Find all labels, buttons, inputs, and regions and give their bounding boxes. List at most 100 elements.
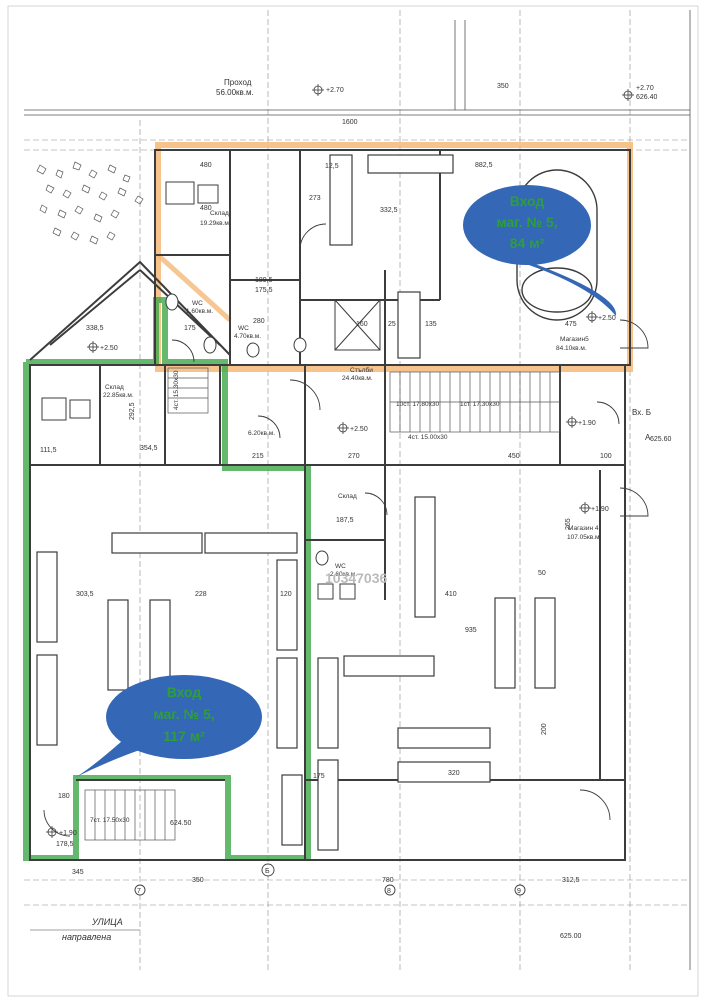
dim-780: 780	[382, 877, 394, 884]
axis-markers	[134, 863, 526, 896]
room-sklad-top-area: 19.29кв.м.	[200, 220, 231, 227]
toilet-fixtures	[41, 181, 356, 600]
callout-bottom-line1: Вход	[167, 684, 202, 700]
room-wc1-name: WC	[192, 300, 203, 307]
axis-b: Б	[265, 868, 270, 875]
room-wc3-name: WC	[335, 563, 346, 570]
callout-bottom-line2: маг. № 5,	[153, 706, 214, 722]
dim-1785: 178,5	[56, 841, 74, 848]
callout-top-line2: маг. № 5,	[496, 214, 557, 230]
room-sklad-left-name: Склад	[105, 384, 124, 391]
entrance-vh-b: Вх. Б	[632, 408, 651, 417]
dim-265: 265	[565, 518, 572, 530]
dim-480a: 480	[200, 162, 212, 169]
callout-top-line1: Вход	[510, 193, 545, 209]
dim-160: 160	[356, 321, 368, 328]
callout-top-line3: 84 м²	[510, 235, 545, 251]
stair-labels: 10ст. 17.80x30 1ст. 17.30x30 4ст. 15.00x…	[90, 370, 500, 824]
dim-228: 228	[195, 591, 207, 598]
street-labels: УЛИЦА направлена	[30, 917, 140, 942]
room-wc2-name: WC	[238, 325, 249, 332]
stair-s5: 7ст. 17.50x30	[90, 817, 130, 824]
walls	[29, 149, 631, 861]
entrance-labels: Вх. Б А	[632, 408, 651, 442]
dim-1600: 1600	[342, 119, 358, 126]
dim-1875: 187,5	[336, 517, 354, 524]
dim-480b: 480	[200, 205, 212, 212]
dim-450: 450	[508, 453, 520, 460]
dim-120: 120	[280, 591, 292, 598]
stairs-main	[389, 371, 561, 433]
street-direction: направлена	[62, 932, 111, 942]
callout-bottom: Вход маг. № 5, 117 м²	[74, 675, 262, 778]
room-shop4-name: Магазин 4	[568, 525, 599, 532]
level-250-mid: +2.50	[350, 426, 368, 433]
axis-8: 8	[387, 888, 391, 895]
dim-175b: 175	[313, 773, 325, 780]
dim-410: 410	[445, 591, 457, 598]
callout-top: Вход маг. № 5, 84 м²	[463, 185, 617, 316]
dim-3385: 338,5	[86, 325, 104, 332]
room-labels: Склад 19.29кв.м. WC 1.60кв.м. WC 4.70кв.…	[103, 210, 601, 578]
room-wc1-area: 1.60кв.м.	[186, 308, 213, 315]
level-bottom-abs: 624.50	[170, 820, 192, 827]
axis-9: 9	[517, 888, 521, 895]
stair-s2: 1ст. 17.30x30	[460, 401, 500, 408]
corridor-area: 56.00кв.м.	[216, 88, 254, 97]
dim-270: 270	[348, 453, 360, 460]
dim-1895: 189,5	[255, 277, 273, 284]
dim-100: 100	[600, 453, 612, 460]
dim-50: 50	[538, 570, 546, 577]
room-sklad-left-area: 22.85кв.м.	[103, 392, 134, 399]
dim-625: 625.00	[560, 933, 582, 940]
stair-s4: 4ст. 15.30x30	[173, 370, 180, 410]
stair-s1: 10ст. 17.80x30	[396, 401, 439, 408]
dim-935: 935	[465, 627, 477, 634]
green-zone-shop5	[23, 297, 311, 861]
stair-s3: 4ст. 15.00x30	[408, 434, 448, 441]
level-250-left: +2.50	[100, 345, 118, 352]
level-190-right: +1.90	[578, 420, 596, 427]
room-stair-name: Стълби	[350, 366, 373, 374]
room-sklad-top-name: Склад	[210, 210, 229, 217]
dim-200: 200	[541, 723, 548, 735]
entrance-a: А	[645, 433, 651, 442]
stairs-bottom	[84, 789, 176, 841]
dim-135: 135	[425, 321, 437, 328]
plant-hatching	[36, 161, 144, 245]
dim-180: 180	[58, 793, 70, 800]
room-stair-area: 24.40кв.м.	[342, 375, 373, 382]
dim-3545: 354,5	[140, 445, 158, 452]
dim-3125: 312,5	[562, 877, 580, 884]
room-shop4-area: 107.05кв.м.	[567, 534, 601, 541]
level-top-mid: +2.70	[326, 87, 344, 94]
axis-7: 7	[137, 888, 141, 895]
dim-280: 280	[253, 318, 265, 325]
dim-3325: 332,5	[380, 207, 398, 214]
stairs-left-small	[167, 367, 209, 414]
dim-8825: 882,5	[475, 162, 493, 169]
shelves	[36, 154, 556, 851]
room-wc3-area: 2.60кв.м.	[330, 571, 357, 578]
dim-350: 350	[497, 83, 509, 90]
level-190-right-abs: 625.60	[650, 436, 672, 443]
dim-25: 25	[388, 321, 396, 328]
level-labels: +2.50 +2.50 +2.50 +1.90 +1.90 +1.90 625.…	[59, 315, 672, 837]
corridor-name: Проход	[224, 78, 252, 87]
level-top-right: +2.70	[636, 85, 654, 92]
dim-2925: 292,5	[129, 402, 136, 420]
dimension-labels: 480 480 882,5 332,5 273 12,5 189,5 175,5…	[40, 162, 612, 940]
dim-345: 345	[72, 869, 84, 876]
level-250-right: +2.50	[598, 315, 616, 322]
room-wc2-area: 4.70кв.м.	[234, 333, 261, 340]
dim-175: 175	[184, 325, 196, 332]
dim-215: 215	[252, 453, 264, 460]
grid-lines	[24, 10, 690, 970]
level-190-shop4: +1.90	[591, 506, 609, 513]
door-swings	[43, 223, 649, 837]
room-sklad-mid-name: Склад	[338, 493, 357, 500]
corridor-lines	[24, 10, 691, 970]
dim-3035: 303,5	[76, 591, 94, 598]
elevator-box	[334, 299, 381, 351]
